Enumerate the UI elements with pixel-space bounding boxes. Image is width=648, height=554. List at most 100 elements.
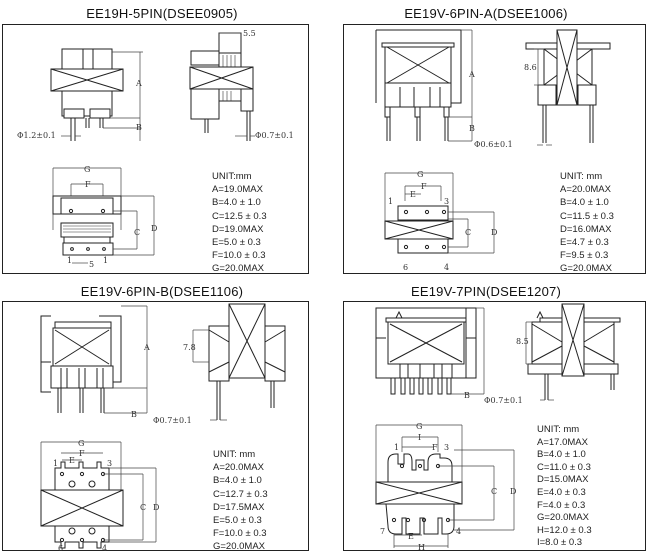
panel-ee19v-7pin: B 8.5 Φ0.7±0.1 G I F 1 <box>343 301 646 552</box>
dim-label-g: G <box>84 165 90 174</box>
dim-label-e: E <box>69 456 75 465</box>
dim-label-i: I <box>418 433 421 442</box>
spec-f: F=10.0 ± 0.3 <box>212 250 266 262</box>
dim-label-side: 8.5 <box>516 337 529 346</box>
spec-unit: UNIT: mm <box>560 171 603 182</box>
pin-diameter-label: Φ0.6±0.1 <box>474 140 513 149</box>
dim-label-b: B <box>469 124 475 133</box>
panel-ee19v-6pin-a: A B 8.6 Φ0.6±0.1 G F E 1 3 <box>343 24 646 274</box>
spec-a: A=17.0MAX <box>537 436 588 448</box>
ee19v-7pin-drawing: B 8.5 Φ0.7±0.1 G I F 1 <box>375 303 621 552</box>
spec-h: H=12.0 ± 0.3 <box>537 524 592 536</box>
spec-unit: UNIT: mm <box>213 449 256 460</box>
dim-label-b: B <box>464 391 470 400</box>
spec-a: A=20.0MAX <box>213 462 264 474</box>
pin-diameter-label-2: Φ0.7±0.1 <box>255 131 294 140</box>
dim-label-a: A <box>143 343 150 352</box>
spec-b: B=4.0 ± 1.0 <box>213 475 262 487</box>
pin-label: 1 <box>67 256 72 265</box>
pin-label: 1 <box>53 459 58 468</box>
bottom-view: G F E 1 3 D C 6 4 <box>384 170 497 272</box>
side-view: 8.6 Φ0.6±0.1 <box>474 29 611 149</box>
spec-c: C=11.0 ± 0.3 <box>537 461 591 473</box>
pin-label: 3 <box>107 459 112 468</box>
dim-label-e: E <box>410 190 416 199</box>
dim-label-b: B <box>131 410 137 419</box>
spec-unit: UNIT:mm <box>212 171 252 182</box>
spec-b: B=4.0 ± 1.0 <box>537 449 586 461</box>
dim-label-c: C <box>491 487 497 496</box>
side-view: 8.5 Φ0.7±0.1 <box>484 303 621 405</box>
dim-label-d: D <box>510 487 516 496</box>
dim-label-a: A <box>468 70 475 79</box>
panel-title-ee19v-6pin-b: EE19V-6PIN-B(DSEE1106) <box>80 284 244 299</box>
side-view: 5.5 Φ0.7±0.1 <box>189 29 294 141</box>
spec-g: G=20.0MAX <box>213 541 266 553</box>
dim-label-e: E <box>408 532 414 541</box>
ee19v-6pin-a-drawing: A B 8.6 Φ0.6±0.1 G F E 1 3 <box>375 29 611 272</box>
pin-label: 4 <box>444 263 449 272</box>
pin-label: 6 <box>58 544 63 552</box>
dim-label-d: D <box>153 503 159 512</box>
dim-label-f: F <box>79 449 85 458</box>
spec-i: I=8.0 ± 0.3 <box>537 537 583 549</box>
spec-g: G=20.0MAX <box>212 263 265 275</box>
panel-title-ee19h-5pin: EE19H-5PIN(DSEE0905) <box>86 6 238 21</box>
dim-label-a: A <box>135 79 142 88</box>
side-view: 7.8 Φ0.7±0.1 <box>153 303 286 425</box>
dim-label-side: 7.8 <box>183 343 196 352</box>
pin-label: 6 <box>403 263 408 272</box>
pin-diameter-label: Φ0.7±0.1 <box>484 396 523 405</box>
pin-diameter-label: Φ0.7±0.1 <box>153 416 192 425</box>
dim-label-f: F <box>421 182 427 191</box>
front-view: A B Φ1.2±0.1 <box>17 48 143 141</box>
spec-e: E=4.0 ± 0.3 <box>537 486 586 498</box>
panel-title-ee19v-7pin: EE19V-7PIN(DSEE1207) <box>411 284 561 299</box>
spec-f: F=10.0 ± 0.3 <box>213 528 267 540</box>
spec-e: E=4.7 ± 0.3 <box>560 237 609 249</box>
pin-label: 3 <box>444 443 449 452</box>
pin-label: 4 <box>456 527 461 536</box>
dim-label-c: C <box>140 503 146 512</box>
spec-a: A=20.0MAX <box>560 184 611 196</box>
spec-c: C=12.7 ± 0.3 <box>213 488 268 500</box>
bottom-view: G I F 1 3 D C 7 4 E H <box>375 422 516 552</box>
bottom-view: G F E 1 3 D C 6 4 <box>40 439 159 552</box>
spec-d: D=17.5MAX <box>213 501 265 513</box>
spec-c: C=12.5 ± 0.3 <box>212 210 267 222</box>
dim-label-c: C <box>134 228 140 237</box>
spec-list: UNIT: mm A=17.0MAX B=4.0 ± 1.0 C=11.0 ± … <box>537 424 592 550</box>
dim-label-f: F <box>432 443 438 452</box>
dim-label-g: G <box>416 422 422 431</box>
pin-label: 1 <box>388 197 393 206</box>
spec-e: E=5.0 ± 0.3 <box>212 237 261 249</box>
spec-f: F=4.0 ± 0.3 <box>537 499 586 511</box>
dim-label-top: 5.5 <box>243 29 256 38</box>
spec-f: F=9.5 ± 0.3 <box>560 250 609 262</box>
panel-ee19h-5pin: A B Φ1.2±0.1 5.5 Φ0.7±0.1 <box>2 24 309 274</box>
front-view: B <box>375 307 485 400</box>
front-view: A B <box>375 29 475 142</box>
dim-label-side: 8.6 <box>524 63 537 72</box>
spec-g: G=20.0MAX <box>537 512 590 524</box>
spec-g: G=20.0MAX <box>560 263 613 275</box>
dim-label-c: C <box>465 228 471 237</box>
bottom-view: G F D C 1 5 1 <box>52 165 157 269</box>
spec-b: B=4.0 ± 1.0 <box>212 197 261 209</box>
dim-label-g: G <box>417 170 423 179</box>
spec-c: C=11.5 ± 0.3 <box>560 210 614 222</box>
pin-label: 7 <box>380 527 385 536</box>
pin-label: 3 <box>444 197 449 206</box>
spec-list: UNIT:mm A=19.0MAX B=4.0 ± 1.0 C=12.5 ± 0… <box>212 170 267 276</box>
pin-label: 1 <box>103 256 108 265</box>
pins <box>390 377 452 395</box>
spec-d: D=19.0MAX <box>212 223 264 235</box>
pin-label: 5 <box>89 260 94 269</box>
dim-label-f: F <box>85 180 91 189</box>
spec-list: UNIT: mm A=20.0MAX B=4.0 ± 1.0 C=11.5 ± … <box>560 170 614 276</box>
pin-label: 1 <box>394 443 399 452</box>
spec-list: UNIT: mm A=20.0MAX B=4.0 ± 1.0 C=12.7 ± … <box>213 448 268 554</box>
spec-e: E=5.0 ± 0.3 <box>213 515 262 527</box>
dim-label-g: G <box>78 439 84 448</box>
spec-a: A=19.0MAX <box>212 184 263 196</box>
